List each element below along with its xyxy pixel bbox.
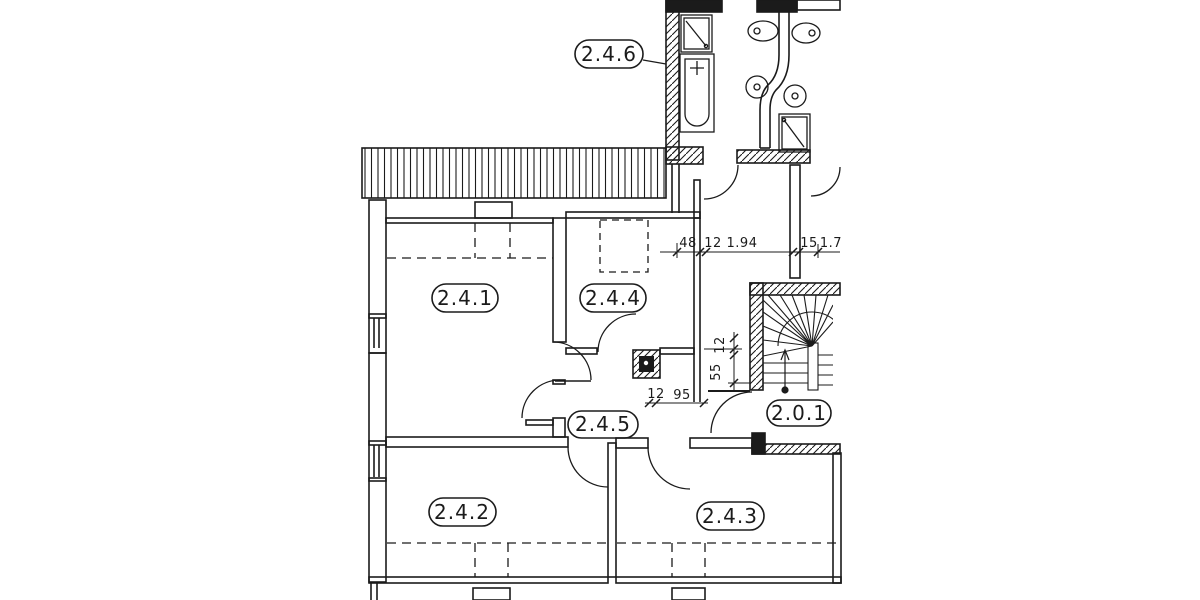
room-label: 2.4.3 [702, 504, 758, 528]
window-west-2 [368, 440, 387, 482]
bathtub-icon [679, 53, 715, 133]
dim-label: 1.94 [727, 236, 758, 251]
bathroom-fixtures [679, 14, 821, 153]
room-label: 2.4.6 [581, 42, 637, 66]
dormer-bay [472, 587, 511, 600]
room-label: 2.0.1 [771, 401, 827, 425]
room-label-badge: 2.4.5 [567, 410, 639, 439]
exterior-walls [368, 199, 842, 600]
landing-wall [789, 164, 801, 279]
dimension-lines [644, 243, 840, 408]
dim-label: 15 [800, 236, 818, 251]
bathroom-door-swings [703, 164, 841, 200]
room-door-swings [521, 313, 691, 490]
dim-label: 12 [704, 236, 722, 251]
washbasin-icon [791, 22, 821, 44]
label-leader-line [642, 59, 667, 65]
dimension-texts: 48 12 1.94 15 1.7 12 95 12 55 [647, 236, 842, 403]
skylight-dashed-outline [599, 219, 649, 273]
dim-label: 1.7 [820, 236, 842, 251]
shower-icon [778, 113, 811, 153]
roof-edge-hatched-band [361, 146, 704, 199]
window-west-1 [368, 313, 387, 354]
door-arc [552, 341, 592, 381]
room-label-badge: 2.0.1 [766, 399, 832, 427]
door-arc [567, 446, 609, 488]
shower-icon [680, 14, 713, 53]
room-label-badge: 2.4.4 [579, 283, 647, 313]
stair-direction-arrow [780, 348, 790, 394]
chimney-bump [474, 201, 513, 219]
room-label-badge: 2.4.1 [431, 283, 499, 313]
dim-label: 55 [709, 363, 724, 381]
washbasin-icon [747, 20, 779, 42]
toilet-icon [745, 75, 769, 99]
headroom-dashed-lines [387, 219, 837, 577]
staircase [763, 295, 833, 391]
room-label: 2.4.2 [434, 500, 490, 524]
door-arc [521, 379, 561, 419]
dormer-bay [671, 587, 706, 600]
door-arc [597, 313, 637, 353]
door-arc [810, 166, 841, 197]
room-labels: 2.4.6 2.4.1 2.4.4 2.4.5 2.0.1 2.4.2 2.4.… [428, 39, 832, 531]
room-label-badge: 2.4.6 [574, 39, 644, 69]
door-arc [703, 164, 739, 200]
door-arc [710, 391, 753, 434]
dim-label: 12 [713, 336, 728, 354]
dim-label: 48 [679, 236, 697, 251]
room-label-badge: 2.4.2 [428, 497, 497, 527]
dim-label: 95 [673, 388, 691, 403]
toilet-icon [783, 84, 807, 108]
room-label: 2.4.1 [437, 286, 493, 310]
dim-label: 12 [647, 387, 665, 402]
stairwell [708, 282, 841, 455]
chimney-duct-block [632, 349, 661, 379]
room-label: 2.4.4 [585, 286, 641, 310]
room-label-badge: 2.4.3 [696, 501, 765, 531]
door-arc [647, 446, 691, 490]
room-label: 2.4.5 [575, 412, 631, 436]
bathroom-walls [665, 0, 841, 279]
